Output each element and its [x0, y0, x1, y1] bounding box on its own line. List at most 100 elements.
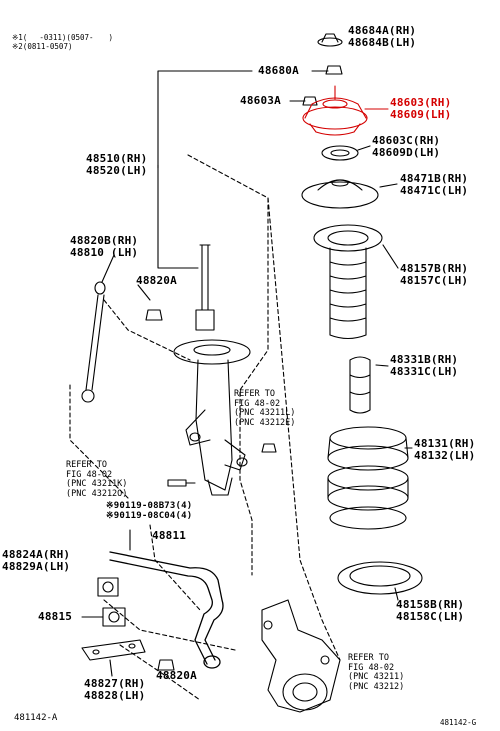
- refer3-line-4: (PNC 43212): [348, 681, 405, 692]
- label-48828-lh: 48828(LH): [84, 689, 146, 702]
- refer1-line-4: (PNC 43212E): [234, 417, 296, 428]
- refer-callout-2[interactable]: REFER TO FIG 48-02 (PNC 43211K) (PNC 432…: [66, 460, 128, 499]
- refer2-line-4: (PNC 43212O): [66, 488, 128, 499]
- label-48510[interactable]: 48510(RH) 48520(LH): [86, 153, 147, 177]
- label-48157-lh: 48157C(LH): [400, 274, 469, 287]
- link-dashed-2: [69, 384, 131, 501]
- bar-dashed-2: [103, 599, 236, 651]
- label-48603[interactable]: 48603(RH) 48609(LH): [390, 97, 451, 121]
- leader-48331: [375, 364, 389, 367]
- label-48684[interactable]: 48684A(RH) 48684B(LH): [348, 25, 416, 49]
- refer2-line-3: (PNC 43211K): [66, 479, 128, 489]
- label-48510-rh: 48510(RH): [86, 152, 148, 165]
- label-48603-rh: 48603(RH): [390, 96, 452, 109]
- label-48820b-rh: 48820B(RH): [70, 234, 139, 247]
- refer3-line-3: (PNC 43211): [348, 672, 405, 682]
- label-48820b[interactable]: 48820B(RH) 48810 (LH): [70, 235, 138, 259]
- upper-mount-48603: [302, 85, 368, 136]
- nut-48820a-top: [145, 309, 163, 321]
- stabilizer-link-48820b: [81, 281, 106, 403]
- label-48810-lh: 48810 (LH): [70, 246, 139, 259]
- leader-48820b: [101, 254, 115, 283]
- diagram-code-right: 481142-G: [440, 718, 477, 727]
- refer-callout-1[interactable]: REFER TO FIG 48-02 (PNC 43211L) (PNC 432…: [234, 389, 296, 428]
- label-48131-rh: 48131(RH): [414, 437, 476, 450]
- label-48815[interactable]: 48815: [38, 610, 73, 623]
- label-48471-rh: 48471B(RH): [400, 172, 469, 185]
- coil-spring-48131: [327, 426, 409, 530]
- diagram-code-left: 481142-A: [14, 713, 58, 723]
- spring-dashed-outline: [267, 197, 341, 661]
- label-48331-lh: 48331C(LH): [390, 365, 459, 378]
- leader-48158: [394, 587, 399, 601]
- label-90119-08b73: ※90119-08B73(4): [106, 501, 193, 511]
- label-48331[interactable]: 48331B(RH) 48331C(LH): [390, 354, 458, 378]
- refer3-line-2: FIG 48-02: [348, 662, 395, 673]
- link-dashed-1: [103, 299, 191, 361]
- stabilizer-bar-48811: [109, 551, 224, 669]
- cap-48684: [317, 37, 343, 47]
- label-48510-lh: 48520(LH): [86, 164, 148, 177]
- refer2-line-1: REFER TO: [66, 460, 107, 470]
- label-48829-lh: 48829A(LH): [2, 560, 71, 573]
- label-48131-lh: 48132(LH): [414, 449, 476, 462]
- label-48684-rh: 48684A(RH): [348, 24, 417, 37]
- label-48824[interactable]: 48824A(RH) 48829A(LH): [2, 549, 70, 573]
- dust-boot-48157: [329, 247, 367, 340]
- bolt-90119: [129, 479, 196, 551]
- leader-48603c: [357, 145, 371, 151]
- label-48684-lh: 48684B(LH): [348, 36, 417, 49]
- label-48471[interactable]: 48471B(RH) 48471C(LH): [400, 173, 468, 197]
- refer3-line-1: REFER TO: [348, 653, 389, 663]
- leader-48157: [382, 244, 399, 269]
- steering-knuckle: [261, 599, 341, 713]
- label-48331-rh: 48331B(RH): [390, 353, 459, 366]
- insulator-48157: [313, 224, 383, 252]
- bearing-48603c: [321, 145, 359, 161]
- label-48603c[interactable]: 48603C(RH) 48609D(LH): [372, 135, 440, 159]
- label-48820a-top[interactable]: 48820A: [136, 274, 177, 287]
- strut-48510: [173, 244, 251, 496]
- nut-48680a: [325, 65, 343, 75]
- spring-seat-48471: [301, 181, 379, 209]
- leader-48471: [379, 183, 398, 188]
- note-line-1: ※1( -0311)(0507- ): [12, 33, 114, 42]
- label-48158-rh: 48158B(RH): [396, 598, 465, 611]
- refer-callout-3[interactable]: REFER TO FIG 48-02 (PNC 43211) (PNC 4321…: [348, 653, 405, 692]
- leader-48680a-strut: [157, 70, 253, 269]
- bump-stopper-48331: [349, 356, 371, 414]
- label-48820a-bottom[interactable]: 48820A: [156, 669, 197, 682]
- label-48827-rh: 48827(RH): [84, 677, 146, 690]
- refer2-line-2: FIG 48-02: [66, 469, 113, 480]
- bushing-48824: [97, 577, 119, 597]
- refer1-line-3: (PNC 43211L): [234, 408, 296, 418]
- label-90119[interactable]: ※90119-08B73(4) ※90119-08C04(4): [106, 501, 192, 521]
- bearing-48603c-inner: [330, 149, 350, 157]
- label-48158-lh: 48158C(LH): [396, 610, 465, 623]
- leader-48827: [109, 659, 113, 677]
- label-48471-lh: 48471C(LH): [400, 184, 469, 197]
- label-48157[interactable]: 48157B(RH) 48157C(LH): [400, 263, 468, 287]
- bushing-48815: [102, 607, 126, 627]
- label-90119-08c04: ※90119-08C04(4): [106, 511, 193, 521]
- label-48827[interactable]: 48827(RH) 48828(LH): [84, 678, 145, 702]
- label-48824-rh: 48824A(RH): [2, 548, 71, 561]
- bracket-48827: [81, 639, 146, 661]
- label-48603a[interactable]: 48603A: [240, 94, 281, 107]
- label-48603-lh: 48609(LH): [390, 108, 452, 121]
- bar-dashed-1: [149, 524, 201, 611]
- label-48131[interactable]: 48131(RH) 48132(LH): [414, 438, 475, 462]
- refer1-line-2: FIG 48-02: [234, 398, 281, 409]
- spring-seat-48471-hole: [331, 179, 349, 187]
- note-line-2: ※2(0811-0507): [12, 42, 73, 51]
- label-48811[interactable]: 48811: [152, 529, 187, 542]
- leader-48820a-top: [137, 284, 151, 301]
- label-48158[interactable]: 48158B(RH) 48158C(LH): [396, 599, 464, 623]
- label-48680a[interactable]: 48680A: [258, 64, 299, 77]
- lower-insulator-48158-inner: [349, 565, 411, 587]
- lower-insulator-48158: [337, 561, 423, 595]
- label-48603c-rh: 48603C(RH): [372, 134, 441, 147]
- label-48157-rh: 48157B(RH): [400, 262, 469, 275]
